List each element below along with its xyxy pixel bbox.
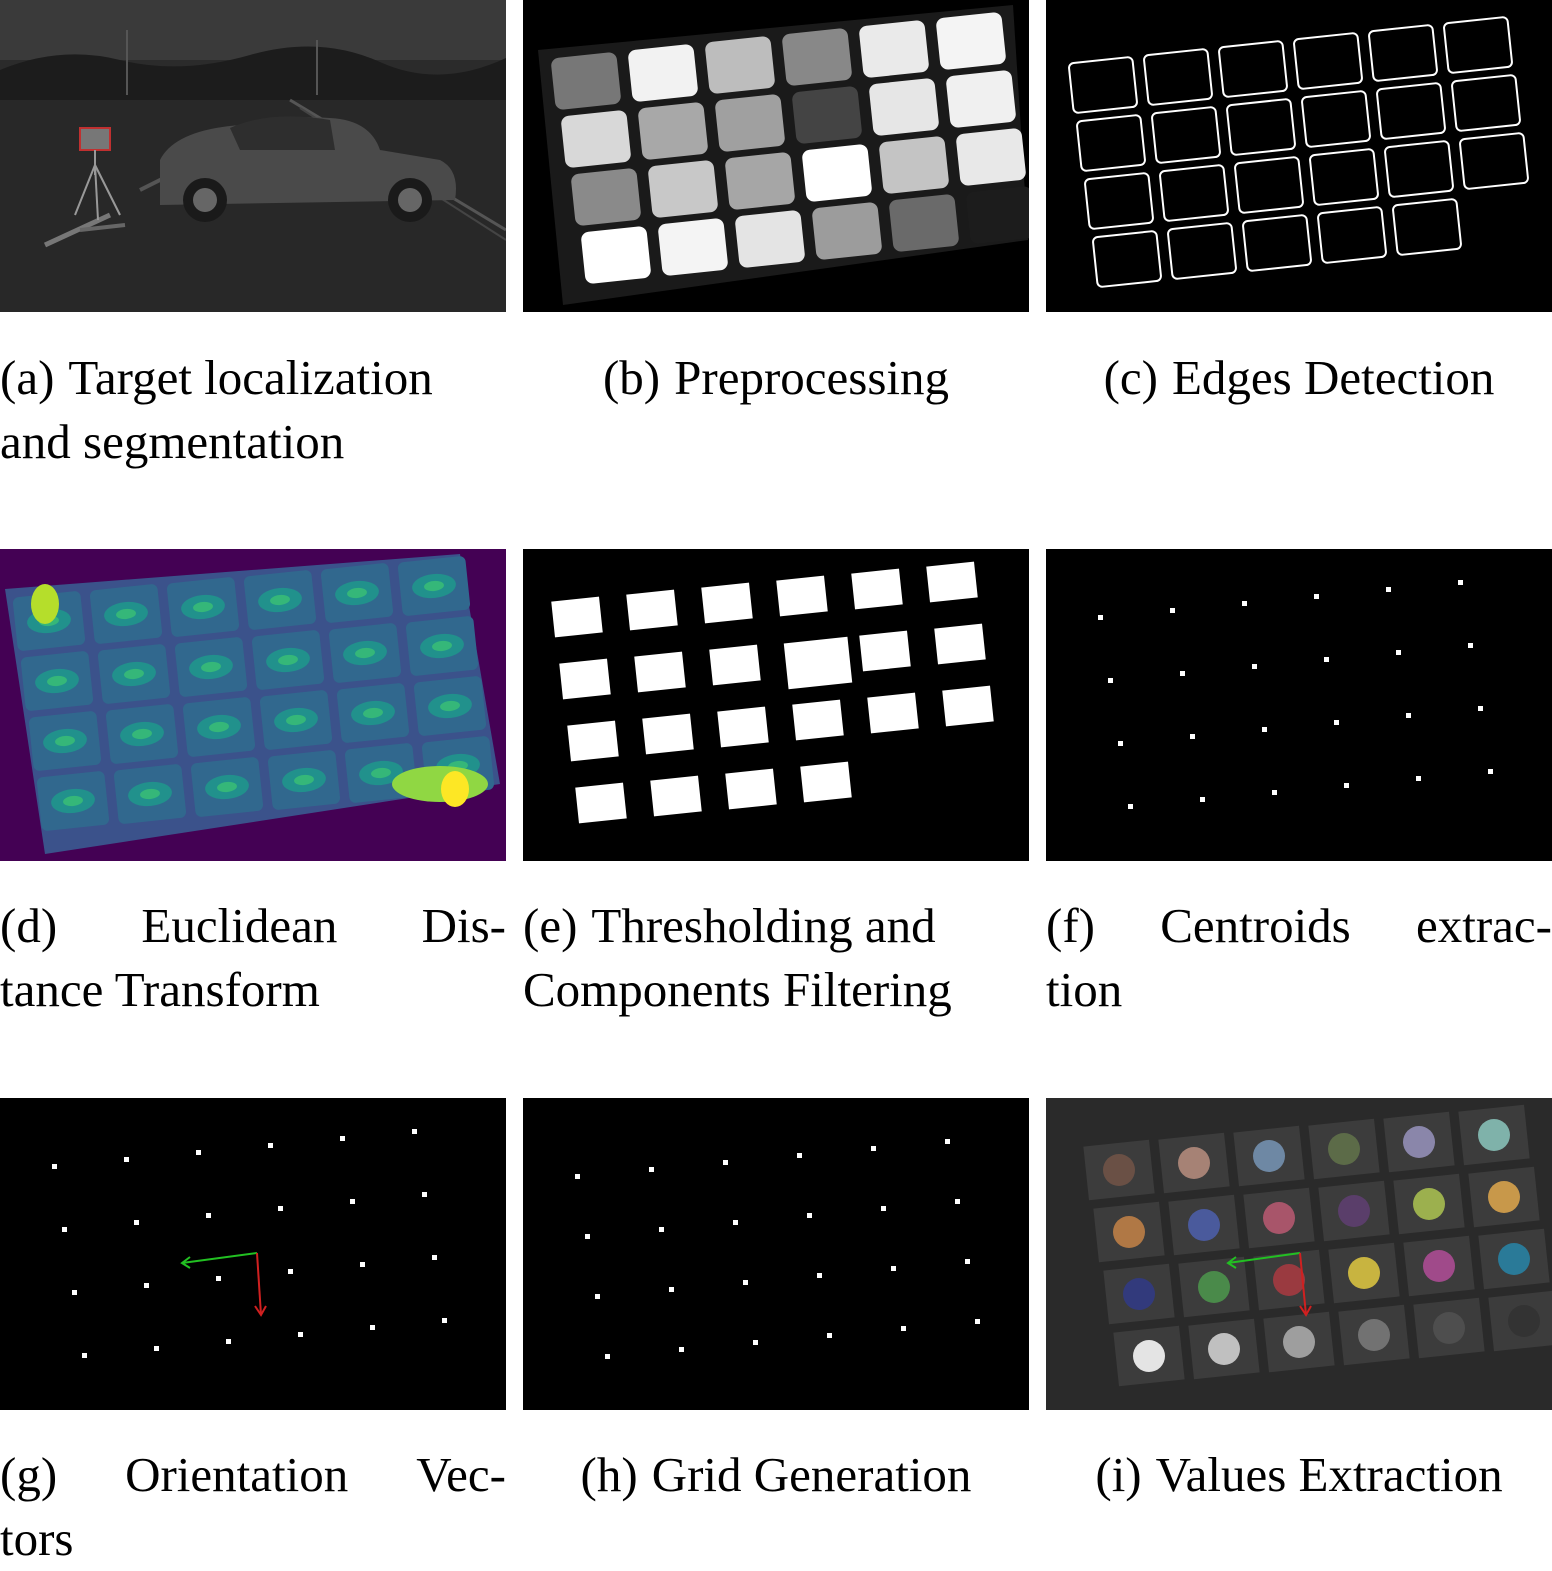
caption-h: (h)Grid Generation [580,1447,972,1502]
panel-c-image [1046,0,1552,312]
panel-i-image [1046,1098,1552,1410]
panel-f-image [1046,549,1552,861]
caption-i: (i)Values Extraction [1095,1447,1503,1502]
panel-h-image [523,1098,1029,1410]
panel-b-image [523,0,1029,312]
caption-b: (b)Preprocessing [602,350,950,405]
panel-g-image [0,1098,506,1410]
caption-e: (e)Thresholding and Components Filtering [523,898,952,1017]
caption-c: (c)Edges Detection [1103,350,1495,405]
caption-a: (a)Target localization and segmentation [0,350,433,469]
panel-a-image [0,0,506,312]
panel-d-image [0,549,506,861]
panel-e-image [523,549,1029,861]
